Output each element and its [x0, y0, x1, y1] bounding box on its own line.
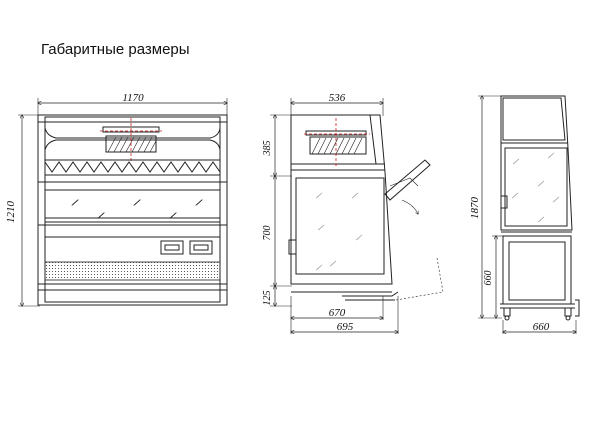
svg-text:⟋: ⟋ [351, 192, 359, 200]
svg-text:⟋: ⟋ [355, 234, 363, 242]
side-cabinet-body [290, 114, 393, 285]
glass-marks: ⟋ ⟋ ⟋ ⟋ ⟋ [71, 199, 204, 221]
front-height-label: 1210 [5, 201, 17, 224]
side-opened-sash [384, 159, 431, 201]
svg-text:⟋: ⟋ [97, 212, 105, 220]
svg-text:⟋: ⟋ [329, 260, 337, 268]
side-view: 536 385 700 125 ⟋ ⟋ ⟋ [262, 92, 444, 334]
svg-text:⟋: ⟋ [315, 192, 323, 200]
svg-text:⟋: ⟋ [315, 264, 323, 272]
front-control-socket-right [189, 240, 213, 255]
svg-text:⟋: ⟋ [537, 216, 545, 224]
stand-door-handle [500, 195, 508, 209]
stand-view: 1870 660 ⟋ ⟋ ⟋ ⟋ ⟋ ⟋ 660 [469, 95, 580, 334]
front-cabinet-body [37, 114, 228, 306]
front-width-label: 1170 [122, 92, 144, 104]
svg-text:⟋: ⟋ [511, 192, 519, 200]
front-grille [44, 261, 221, 281]
stand-cabinet-body [500, 95, 573, 231]
stand-total-height-label: 1870 [469, 197, 481, 220]
front-control-socket-left [160, 240, 184, 255]
svg-text:⟋: ⟋ [537, 180, 545, 188]
page-title: Габаритные размеры [41, 41, 190, 58]
svg-text:⟋: ⟋ [552, 196, 560, 204]
svg-text:⟋: ⟋ [547, 152, 555, 160]
side-height-mid-label: 700 [262, 226, 273, 241]
side-door-handle [288, 239, 297, 255]
stand-foot-right [564, 307, 572, 317]
svg-text:⟋: ⟋ [133, 199, 141, 207]
svg-text:⟋: ⟋ [317, 224, 325, 232]
side-height-bottom-label: 125 [262, 291, 273, 306]
stand-depth-label: 660 [533, 321, 550, 333]
stand-foot-left [503, 307, 511, 317]
side-depth-inner-label: 670 [329, 307, 346, 319]
stand-frame [502, 235, 572, 305]
svg-text:⟋: ⟋ [169, 212, 177, 220]
svg-text:⟋: ⟋ [195, 199, 203, 207]
side-depth-outer-label: 695 [337, 321, 354, 333]
svg-text:⟋: ⟋ [71, 199, 79, 207]
side-top-width-label: 536 [329, 92, 346, 104]
front-view: 1170 1210 ⟋ ⟋ [5, 92, 227, 306]
stand-height-label: 660 [483, 271, 494, 286]
side-height-top-label: 385 [262, 141, 273, 157]
svg-text:⟋: ⟋ [512, 158, 520, 166]
